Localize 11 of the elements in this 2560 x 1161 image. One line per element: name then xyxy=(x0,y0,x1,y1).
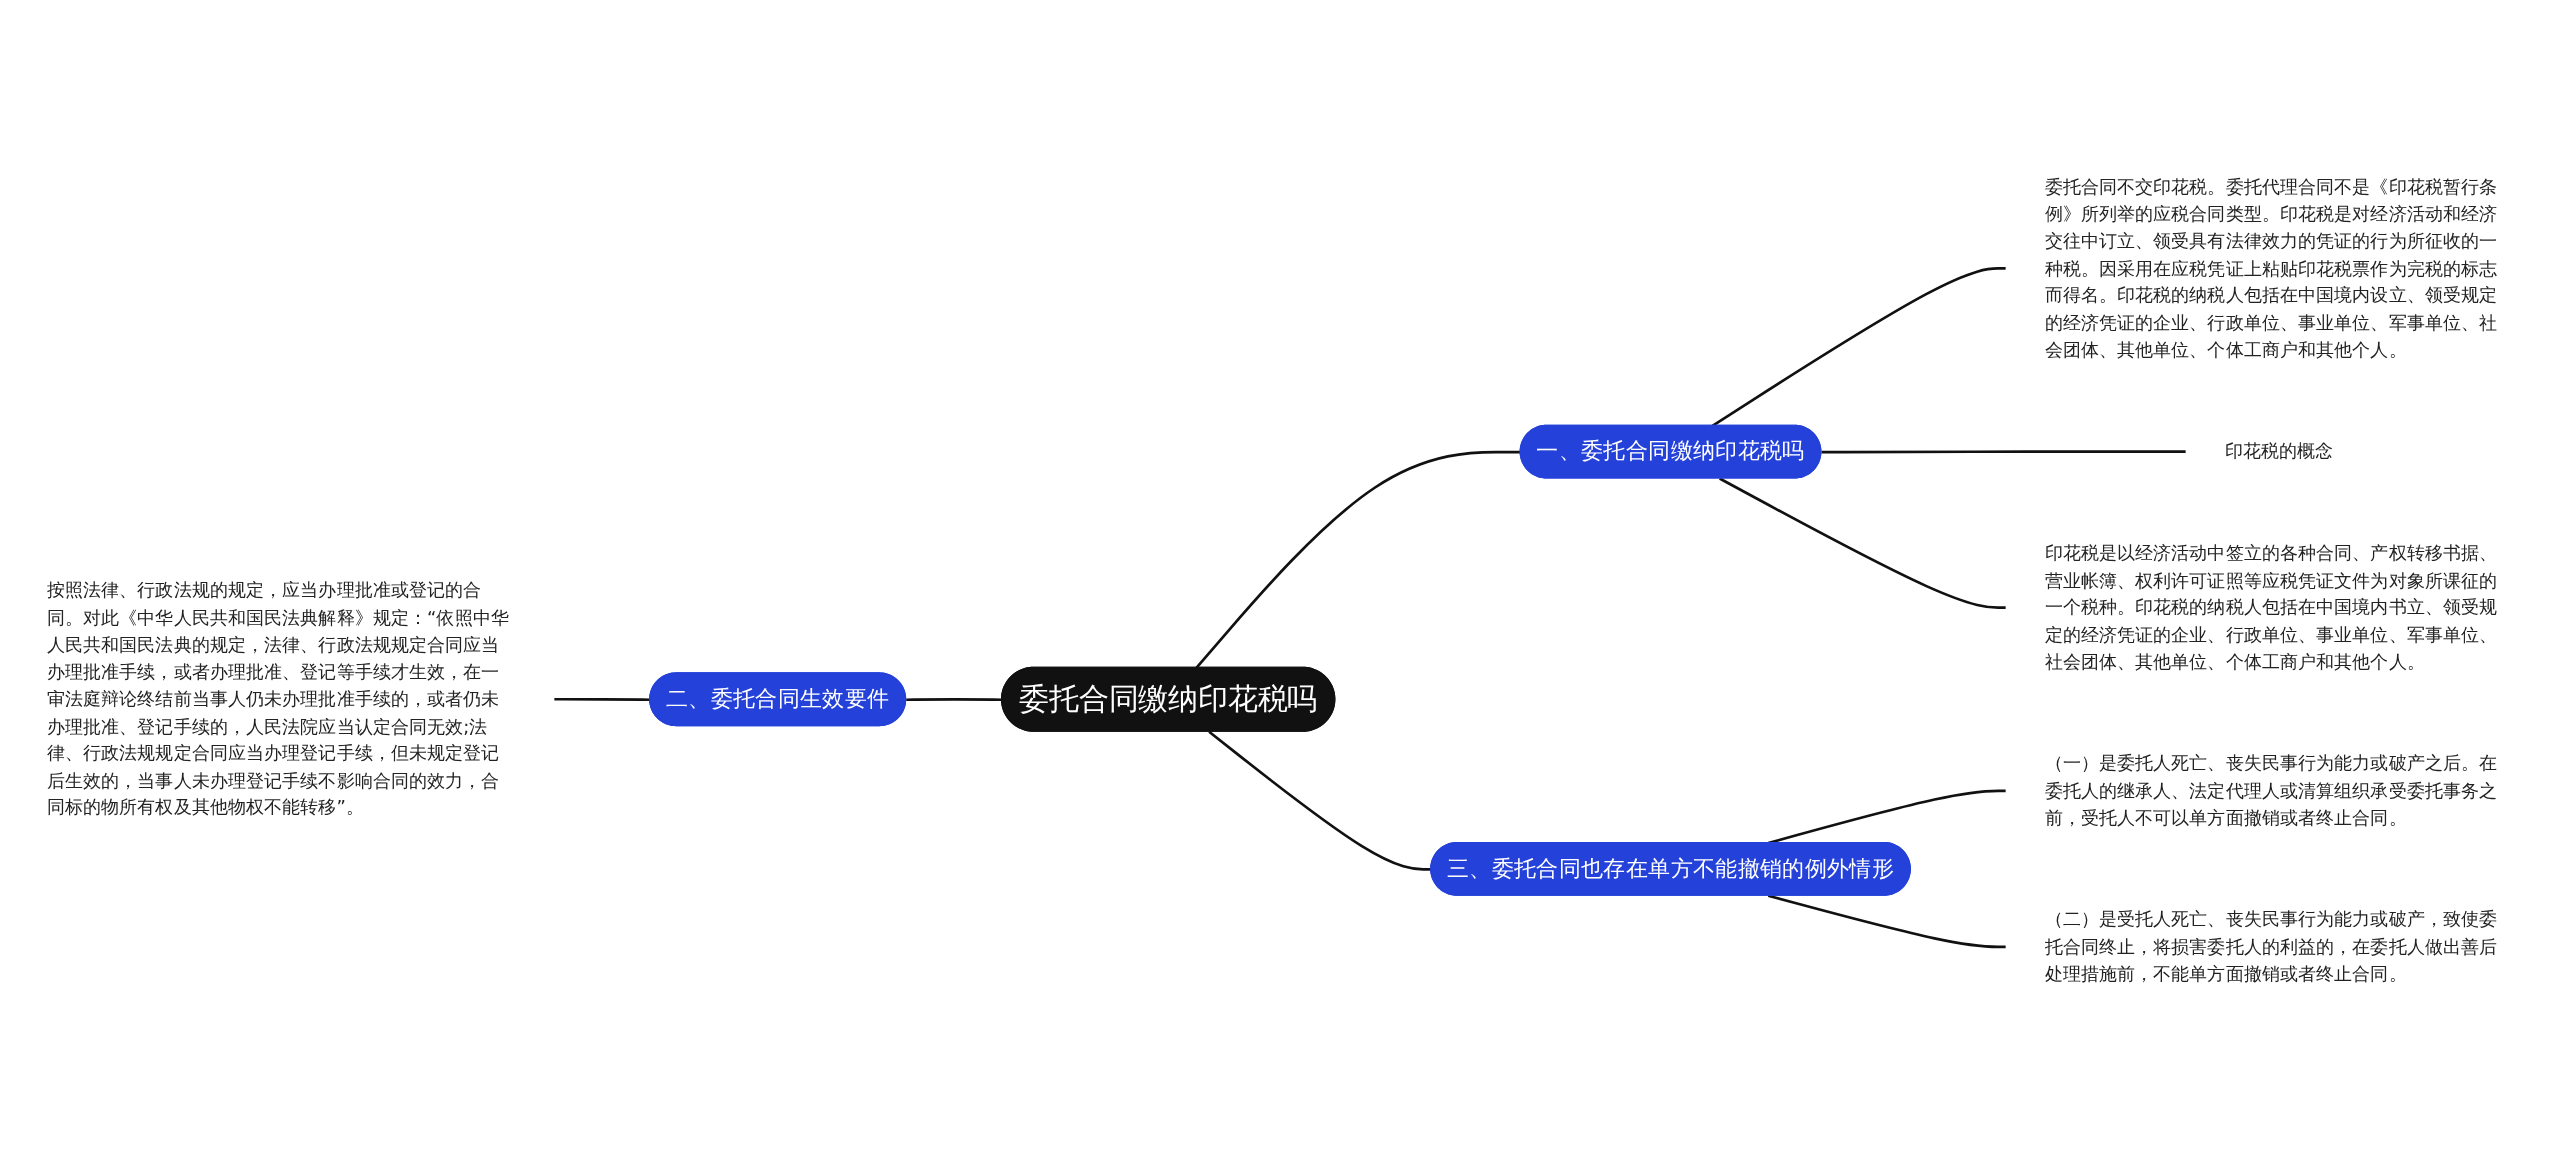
connector xyxy=(1767,894,2007,949)
node-text: （二）是受托人死亡、丧失民事行为能力或破产，致使委托合同终止，将损害委托人的利益的，在委托人做出善后处理措施前，不能单方面撤销或者终止合同。 xyxy=(2044,908,2498,984)
node-text: 委托合同不交印花税。委托代理合同不是《印花税暂行条例》所列举的应税合同类型。印花税是对经济活动和经济交往中订立、领受具有法律效力的凭证的行为所征收的一种税。因采用在应税凭证上粘贴印花税票作为完税的标志而得名。印花税的纳税人包括在中国境内设立、领受规定的经济凭证的企业、行政单位、事业单位、军事单位、社会团体、其他单位、个体工商户和其他个人。 xyxy=(2044,175,2498,360)
node-text: 按照法律、行政法规的规定，应当办理批准或登记的合同。对此《中华人民共和国民法典解释》规定：“依照中华人民共和国民法典的规定，法律、行政法规规定合同应当办理批准手续，或者办理批准、登记等手续才生效，在一审法庭辩论终结前当事人仍未办理批准手续的，或者仍未办理批准、登记手续的，人民法院应当认定合同无效;法律、行政法规规定合同应当办理登记手续，但未规定登记后生效的，当事人未办理登记手续不影响合同的效力，合同标的物所有权及其他物权不能转移”。 xyxy=(46,579,509,818)
connector xyxy=(1195,450,1521,669)
node-text: 印花税是以经济活动中签立的各种合同、产权转移书据、营业帐簿、权利许可证照等应税凭证文件为对象所课征的一个税种。印花税的纳税人包括在中国境内书立、领受规定的经济凭证的企业、行政单位、事业单位、军事单位、社会团体、其他单位、个体工商户和其他个人。 xyxy=(2044,541,2498,672)
node-text: （一）是委托人死亡、丧失民事行为能力或破产之后。在委托人的继承人、法定代理人或清算组织承受委托事务之前，受托人不可以单方面撤销或者终止合同。 xyxy=(2044,752,2498,828)
connector xyxy=(1821,450,2187,454)
node-text: 印花税的概念 xyxy=(2224,440,2334,462)
connector xyxy=(1719,477,2007,609)
connector xyxy=(1711,267,2007,427)
